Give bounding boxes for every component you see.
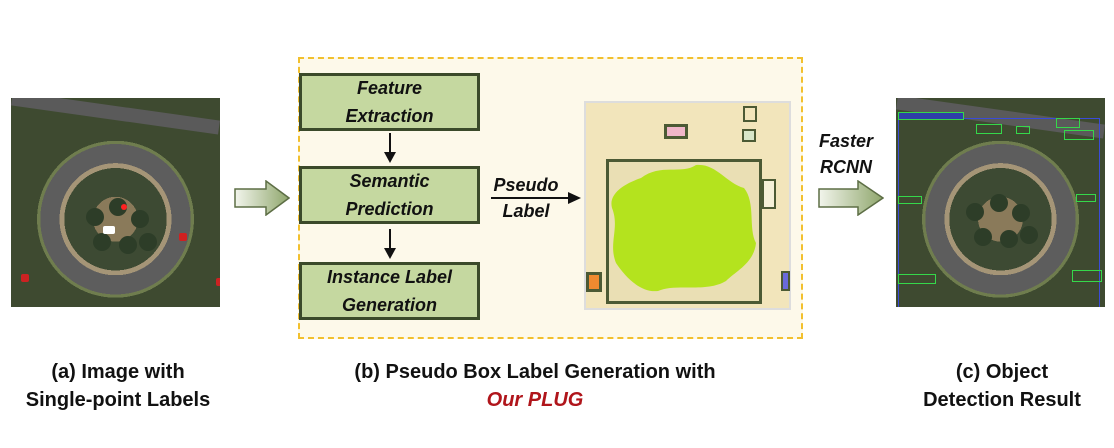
large-bbox	[606, 159, 762, 304]
car-white	[103, 226, 115, 234]
input-aerial-image	[11, 98, 220, 307]
detection-box	[1016, 126, 1030, 134]
detection-box	[1076, 194, 1096, 202]
car-red	[21, 274, 29, 282]
detection-box	[1056, 118, 1080, 128]
point-label	[121, 204, 127, 210]
detection-box	[898, 118, 1100, 307]
caption-b: (b) Pseudo Box Label Generation with Our…	[290, 358, 780, 414]
small-bbox	[743, 106, 757, 122]
small-bbox	[664, 124, 688, 139]
flow-arrow-icon	[818, 180, 884, 216]
step-feature-extraction: Feature Extraction	[299, 73, 480, 131]
detection-box	[1064, 130, 1094, 140]
small-bbox	[586, 272, 602, 292]
detection-box	[898, 274, 936, 284]
small-bbox	[762, 179, 776, 209]
detection-result-image	[896, 98, 1105, 307]
detection-box	[1072, 270, 1102, 282]
small-bbox	[781, 271, 790, 291]
caption-a: (a) Image with Single-point Labels	[0, 358, 236, 414]
caption-b-line1: (b) Pseudo Box Label Generation with	[354, 361, 716, 383]
caption-a-line2: Single-point Labels	[25, 389, 211, 411]
right-arrow-icon	[491, 192, 581, 204]
small-bbox	[742, 129, 756, 142]
caption-c-line2: Detection Result	[923, 389, 1081, 411]
caption-b-line2: Our PLUG	[486, 389, 584, 411]
detection-box	[898, 112, 964, 120]
flow-arrow-icon	[234, 180, 290, 216]
semantic-mask	[611, 164, 756, 292]
detector-label: Faster RCNN	[818, 131, 874, 177]
car-red	[216, 278, 220, 286]
car-red	[179, 233, 187, 241]
pseudo-label-text: Pseudo Label	[493, 175, 559, 221]
detection-box	[898, 196, 922, 204]
caption-a-line1: (a) Image with	[51, 361, 185, 383]
down-arrow-icon	[384, 229, 396, 259]
step-instance-label-generation: Instance Label Generation	[299, 262, 480, 320]
detection-box	[976, 124, 1002, 134]
down-arrow-icon	[384, 133, 396, 163]
pseudo-label-map	[584, 101, 791, 310]
caption-c: (c) Object Detection Result	[890, 358, 1114, 414]
step-semantic-prediction: Semantic Prediction	[299, 166, 480, 224]
caption-c-line1: (c) Object	[955, 361, 1049, 383]
